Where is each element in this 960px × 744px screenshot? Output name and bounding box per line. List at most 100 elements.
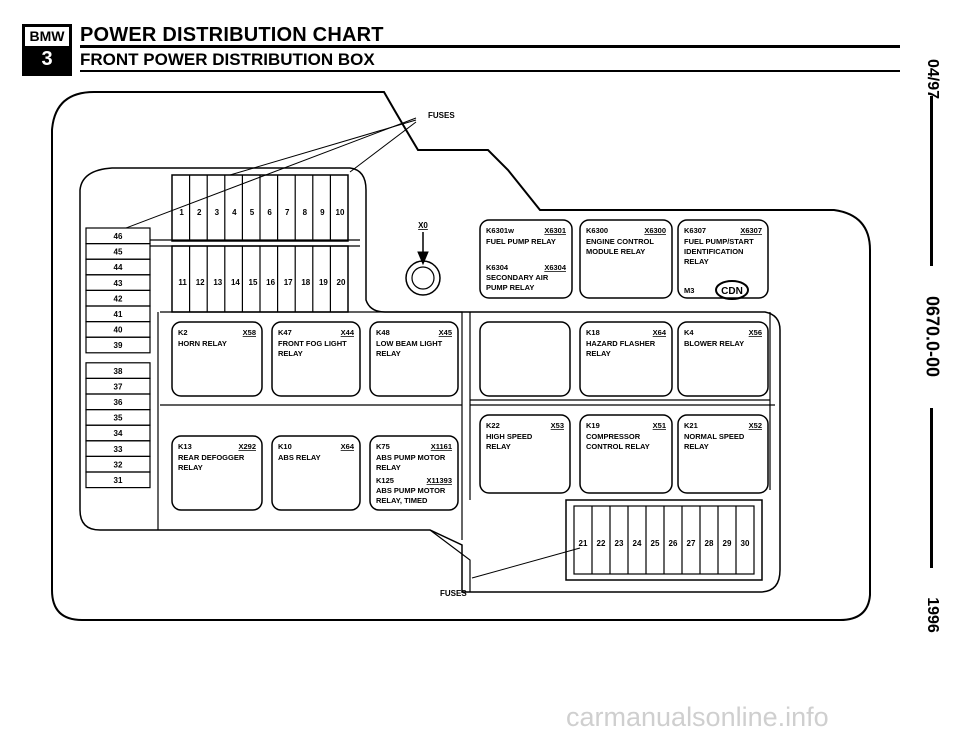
callout-fuses-bottom [471,547,581,579]
relay-k21-line: NORMAL SPEED [684,432,745,441]
watermark-text: carmanualsonline.info [566,702,829,732]
bottom-fuse-label-29: 29 [723,539,732,548]
relay-k6300-connector: X6300 [644,226,666,235]
relay-k6300-outline [579,219,673,299]
bottom-fuse-label-21: 21 [579,539,588,548]
relay-k21-id: K21 [684,421,698,430]
top-fuse-label-6: 6 [267,208,272,217]
top-fuse-label-7: 7 [285,208,290,217]
relay-k6304-id: K6304 [486,263,509,272]
relay-k6301w-line: FUEL PUMP RELAY [486,237,556,246]
relay-k47-line: FRONT FOG LIGHT [278,339,347,348]
top-fuse-label-16: 16 [266,278,275,287]
fuses-top-label: FUSES [428,111,455,120]
top-fuse-label-2: 2 [197,208,202,217]
side-rule-top [930,96,933,266]
bottom-fuse-label-24: 24 [633,539,642,548]
relay-k6301w-id: K6301w [486,226,514,235]
bmw-3-series-logo: BMW 3 [22,24,72,76]
relay-k125-line: ABS PUMP MOTOR [376,486,446,495]
left-fuse-label-46: 46 [114,232,123,241]
relay-k48-id: K48 [376,328,390,337]
top-fuse-label-10: 10 [336,208,345,217]
page-subtitle: FRONT POWER DISTRIBUTION BOX [80,50,375,69]
bottom-fuse-label-25: 25 [651,539,660,548]
bottom-fuse-label-26: 26 [669,539,678,548]
relay-k6307-id: K6307 [684,226,706,235]
relay-k22-connector: X53 [551,421,564,430]
relay-k10-outline [271,435,361,511]
relay-k19-id: K19 [586,421,600,430]
relay-k2-line: HORN RELAY [178,339,227,348]
top-fuse-label-15: 15 [249,278,258,287]
relay-k10-line: ABS RELAY [278,453,321,462]
left-fuse-label-36: 36 [114,398,123,407]
relay-m3-id: M3 [684,286,694,295]
x0-stud-outer [405,260,441,296]
relay-k6300-line: ENGINE CONTROL [586,237,654,246]
left-fuse-label-34: 34 [114,429,123,438]
bottom-fuse-label-28: 28 [705,539,714,548]
callout-fuses-top-3 [349,121,417,173]
callout-fuses-top-1 [125,117,417,229]
relay-k22-id: K22 [486,421,500,430]
x0-stud-inner [411,266,435,290]
relay-k18-line: HAZARD FLASHER [586,339,656,348]
logo-series-number: 3 [25,46,69,73]
left-fuse-label-41: 41 [114,310,123,319]
top-fuse-label-13: 13 [213,278,222,287]
top-fuse-label-11: 11 [178,278,187,287]
relay-k6307-connector: X6307 [740,226,762,235]
relay-k48-outline [369,321,459,397]
relay-k6307-line: RELAY [684,257,709,266]
top-fuse-label-12: 12 [196,278,205,287]
left-fuse-label-37: 37 [114,382,123,391]
relay-k22-outline [479,414,571,494]
left-fuse-label-45: 45 [114,248,123,257]
relay-k125-connector: X11393 [427,476,452,485]
relay-k6304-line: PUMP RELAY [486,283,534,292]
top-fuse-label-19: 19 [319,278,328,287]
relay-k2-outline [171,321,263,397]
relay-k19-line: CONTROL RELAY [586,442,650,451]
relay-k6307-line: FUEL PUMP/START [684,237,754,246]
relay-k48-connector: X45 [439,328,452,337]
bottom-fuse-label-27: 27 [687,539,696,548]
top-fuse-label-8: 8 [303,208,308,217]
relay-k47-outline [271,321,361,397]
relay-k10-connector: X64 [341,442,355,451]
relay-k13-line: REAR DEFOGGER [178,453,245,462]
left-fuse-31 [85,471,151,489]
title-rule [80,45,900,48]
left-fuse-label-31: 31 [114,476,123,485]
x0-label: X0 [418,221,428,230]
left-fuse-label-32: 32 [114,460,123,469]
relay-k18-line: RELAY [586,349,611,358]
relay-k48-line: RELAY [376,349,401,358]
top-fuse-label-4: 4 [232,208,237,217]
left-fuse-label-43: 43 [114,279,123,288]
relay-k13-id: K13 [178,442,192,451]
left-fuse-label-38: 38 [114,367,123,376]
relay-k47-connector: X44 [341,328,355,337]
relay-k47-line: RELAY [278,349,303,358]
relay-k13-line: RELAY [178,463,203,472]
relay-k125-id: K125 [376,476,394,485]
left-fuse-39 [85,336,151,354]
relay-k6301w-outline [479,219,573,299]
top-fuse-label-9: 9 [320,208,325,217]
top-fuse-label-3: 3 [215,208,220,217]
relay-k18-id: K18 [586,328,600,337]
relay-k6300-id: K6300 [586,226,608,235]
page-title: POWER DISTRIBUTION CHART [80,24,384,46]
relay-k13-connector: X292 [238,442,256,451]
relay-k47-id: K47 [278,328,292,337]
relay-k75-connector: X1161 [431,442,452,451]
relay-k48-line: LOW BEAM LIGHT [376,339,443,348]
relay-empty-slot-1 [479,321,571,397]
subtitle-rule [80,70,900,72]
relay-k4-id: K4 [684,328,694,337]
top-fuse-label-18: 18 [301,278,310,287]
